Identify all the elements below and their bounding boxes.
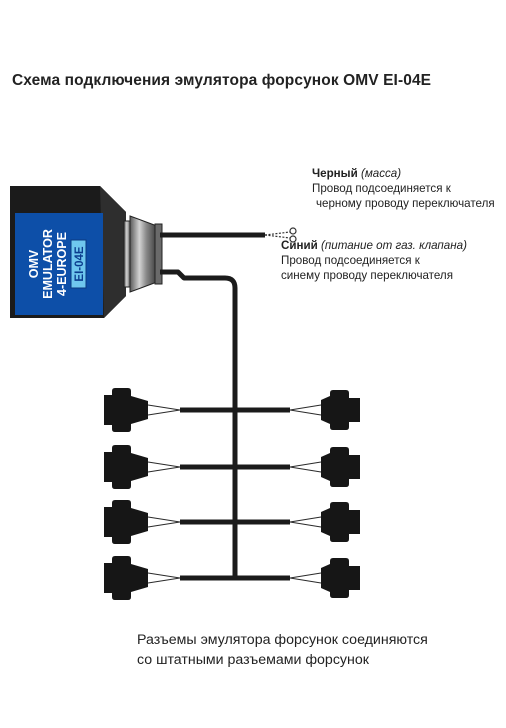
black-wire-name: Черный <box>312 167 358 180</box>
wire-terminals <box>264 227 297 243</box>
device-label-panel <box>15 213 103 315</box>
black-wire-end <box>264 231 291 236</box>
connector-pair-4 <box>104 556 360 600</box>
connector-leads-4 <box>147 572 322 584</box>
diagram-title: Схема подключения эмулятора форсунок OMV… <box>12 72 432 89</box>
blue-wire-name: Синий <box>281 239 318 252</box>
blue-wire-end <box>264 234 291 239</box>
black-wire-desc-2: черному проводу переключателя <box>316 197 495 210</box>
black-wire-desc-1: Провод подсоединяется к <box>312 182 451 195</box>
device-line-1: OMV <box>27 249 41 278</box>
right-connector-4 <box>321 558 360 598</box>
blue-wire <box>160 269 238 578</box>
connector-leads-1 <box>147 404 322 416</box>
black-wire-ring-terminal <box>289 227 297 235</box>
device-badge-text: EI-04E <box>74 246 86 281</box>
footer-note: Разъемы эмулятора форсунок соединяются с… <box>137 630 428 670</box>
device-badge <box>70 239 87 289</box>
blue-wire-ring-terminal <box>289 235 297 243</box>
right-connector-3 <box>321 502 360 542</box>
cable-grommet <box>123 215 163 293</box>
blue-wire-note: (питание от газ. клапана) <box>321 239 467 252</box>
connector-pair-2 <box>104 445 360 489</box>
device-line-2: EMULATOR <box>41 229 55 299</box>
injector-connectors <box>104 388 360 600</box>
right-connector-1 <box>321 390 360 430</box>
left-connector-1 <box>104 388 148 432</box>
blue-wire-desc-1: Провод подсоединяется к <box>281 254 420 267</box>
connector-pair-3 <box>104 500 360 544</box>
right-connector-2 <box>321 447 360 487</box>
connector-leads-3 <box>147 516 322 528</box>
device-label-text: OMV EMULATOR 4-EUROPE EI-04E <box>27 229 87 299</box>
left-connector-3 <box>104 500 148 544</box>
blue-wire-label: Синий (питание от газ. клапана) Провод п… <box>281 238 467 283</box>
left-connector-2 <box>104 445 148 489</box>
emulator-device: OMV EMULATOR 4-EUROPE EI-04E <box>10 186 126 318</box>
black-wire-label: Черный (масса) Провод подсоединяется к ч… <box>312 166 495 211</box>
blue-wire-desc-2: синему проводу переключателя <box>281 269 453 282</box>
left-connector-4 <box>104 556 148 600</box>
black-wire-note: (масса) <box>360 167 402 180</box>
device-line-3: 4-EUROPE <box>55 232 69 296</box>
wire-harness <box>160 232 265 578</box>
footer-line-1: Разъемы эмулятора форсунок соединяются <box>137 632 428 648</box>
connector-pair-1 <box>104 388 360 432</box>
footer-line-2: со штатными разъемами форсунок <box>137 652 369 668</box>
connector-leads-2 <box>147 461 322 473</box>
